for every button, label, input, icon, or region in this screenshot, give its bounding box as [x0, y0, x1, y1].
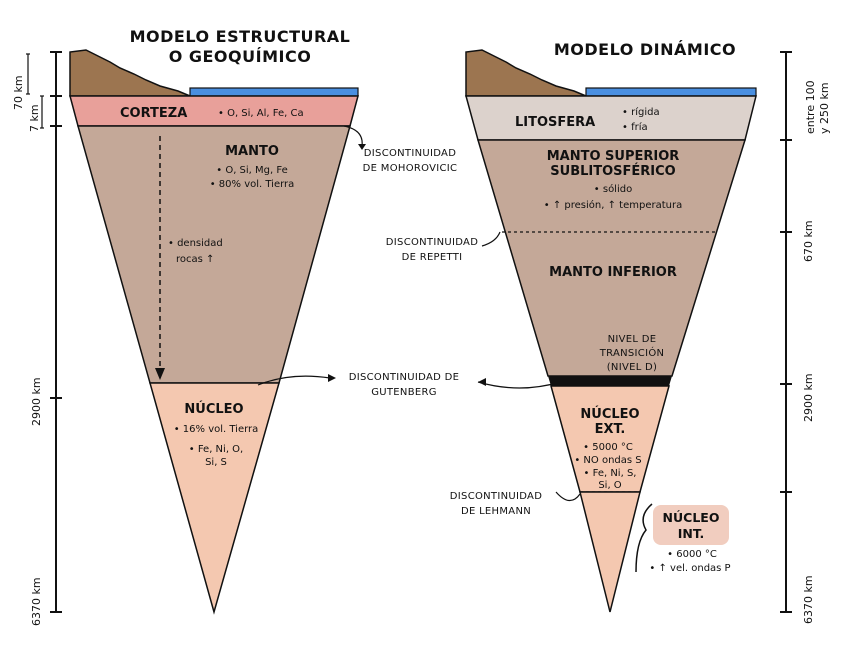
left-title-line-2: O GEOQUÍMICO [169, 47, 312, 66]
nucleo-int-badge [653, 505, 729, 545]
left-nucleo-note-1: • 16% vol. Tierra [174, 424, 259, 435]
moho-label-1: DISCONTINUIDAD [364, 148, 456, 159]
nucleo-int-note-1: • 6000 °C [667, 549, 717, 560]
left-water [189, 87, 359, 97]
discontinuities: DISCONTINUIDAD DE MOHOROVICIC DISCONTINU… [257, 125, 581, 517]
scale-litho-2: y 250 km [818, 82, 831, 134]
scale-right-670: 670 km [802, 220, 815, 262]
density-arrow-head [155, 368, 165, 380]
left-nucleo-label: NÚCLEO [184, 401, 243, 417]
manto-superior-label-1: MANTO SUPERIOR [547, 149, 680, 164]
nucleo-ext-note-2: • NO ondas S [574, 455, 641, 466]
left-corteza-layer [69, 95, 359, 127]
nucleo-int-note-2: • ↑ vel. ondas P [649, 563, 730, 574]
right-depth-scale: entre 100 y 250 km 670 km 2900 km 6370 k… [780, 51, 831, 624]
right-model: MODELO DINÁMICO LITOSFERA • rígida • frí… [465, 40, 831, 624]
nucleo-ext-note-3: • Fe, Ni, S, [584, 468, 637, 479]
litosfera-note-1: • rígida [622, 106, 660, 118]
litosfera-note-2: • fría [622, 121, 648, 133]
scale-right-2900: 2900 km [802, 373, 815, 422]
scale-right-6370: 6370 km [802, 575, 815, 624]
repetti-label-2: DE REPETTI [402, 252, 463, 263]
gutenberg-label-2: GUTENBERG [371, 387, 437, 398]
nucleo-ext-note-1: • 5000 °C [583, 442, 633, 453]
density-note-1: • densidad [168, 238, 223, 249]
left-title-line-1: MODELO ESTRUCTURAL [130, 27, 351, 46]
manto-inferior-label: MANTO INFERIOR [549, 265, 677, 280]
left-corteza-note: • O, Si, Al, Fe, Ca [218, 108, 304, 119]
left-nucleo-note-3: Si, S [205, 457, 227, 468]
manto-superior-note-1: • sólido [594, 183, 632, 195]
left-manto-note-2: • 80% vol. Tierra [210, 179, 295, 190]
nucleo-ext-label-2: EXT. [595, 422, 626, 437]
moho-label-2: DE MOHOROVICIC [363, 163, 458, 174]
left-land [69, 49, 191, 97]
left-manto-note-1: • O, Si, Mg, Fe [216, 165, 287, 176]
nucleo-int-label-1: NÚCLEO [663, 510, 720, 525]
density-note-2: rocas ↑ [176, 254, 214, 265]
nivel-d-band [548, 376, 672, 386]
scale-left-6370: 6370 km [30, 577, 43, 626]
nucleo-int-bracket [635, 503, 653, 573]
nucleo-ext-note-4: Si, O [598, 480, 621, 491]
gutenberg-label-1: DISCONTINUIDAD DE [349, 372, 460, 383]
lehmann-label-2: DE LEHMANN [461, 506, 531, 517]
manto-superior-label-2: SUBLITOSFÉRICO [550, 163, 675, 179]
scale-litho-1: entre 100 [804, 80, 817, 134]
left-nucleo-layer [149, 382, 280, 615]
nucleo-interno-layer [579, 491, 641, 613]
left-nucleo-note-2: • Fe, Ni, O, [189, 444, 243, 455]
right-litosfera-layer [465, 95, 757, 141]
lehmann-label-1: DISCONTINUIDAD [450, 491, 542, 502]
left-corteza-label: CORTEZA [120, 106, 187, 121]
nucleo-int-label-2: INT. [678, 526, 705, 541]
scale-7km: 7 km [28, 104, 41, 132]
nivel-d-label-1: NIVEL DE [608, 334, 657, 345]
left-model: MODELO ESTRUCTURAL O GEOQUÍMICO CORTEZA … [12, 27, 359, 626]
nivel-d-label-2: TRANSICIÓN [599, 346, 665, 359]
right-land [465, 49, 587, 97]
left-manto-label: MANTO [225, 144, 279, 159]
repetti-label-1: DISCONTINUIDAD [386, 237, 478, 248]
nivel-d-label-3: (NIVEL D) [607, 362, 658, 373]
left-depth-scale: 70 km 7 km 2900 km 6370 km [12, 51, 62, 626]
right-title: MODELO DINÁMICO [554, 40, 736, 59]
right-water [585, 87, 757, 97]
scale-left-2900: 2900 km [30, 377, 43, 426]
nucleo-ext-label-1: NÚCLEO [580, 406, 639, 422]
manto-superior-note-2: • ↑ presión, ↑ temperatura [544, 199, 682, 211]
scale-70km: 70 km [12, 75, 25, 110]
litosfera-label: LITOSFERA [515, 115, 595, 130]
